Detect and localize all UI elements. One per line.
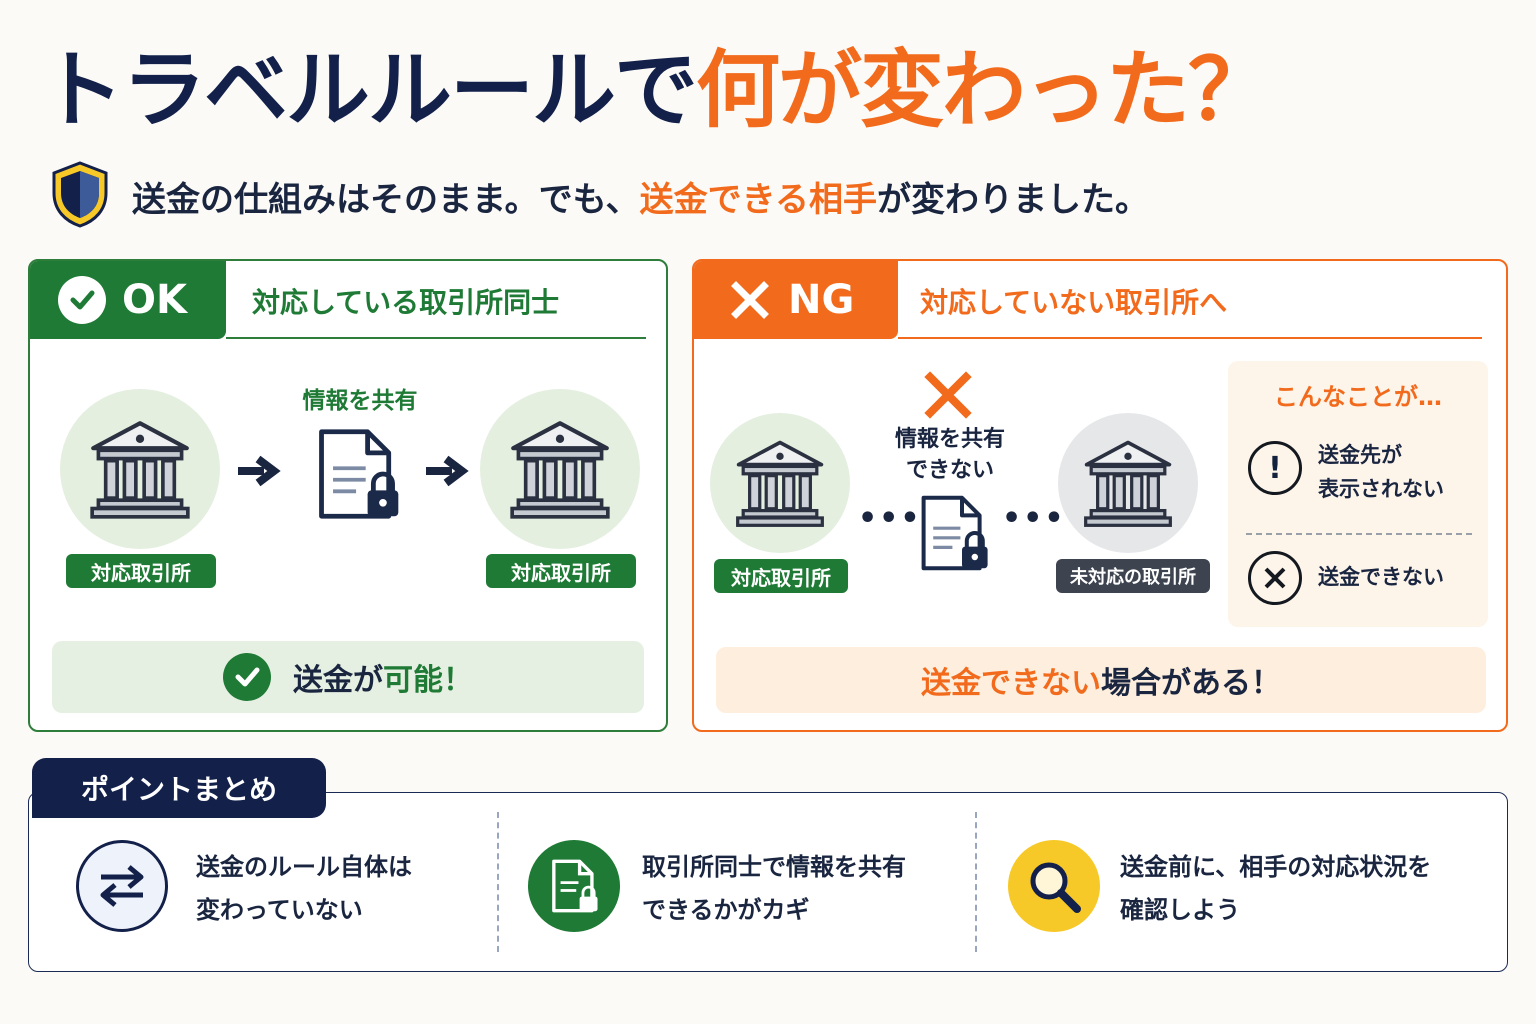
summary-point-3-line-1: 送金前に、相手の対応状況を [1120,853,1432,881]
dotted-connector: ••• [858,501,922,536]
subtitle-highlight: 送金できる相手 [639,180,877,220]
summary-point-2-line-2: できるかがカギ [642,896,810,925]
summary-point-2: 取引所同士で情報を共有 できるかがカギ [642,846,906,932]
arrow-right-icon [426,455,469,487]
ng-case-2: 送金できない [1318,565,1444,589]
summary-divider [975,812,977,952]
bank-icon [508,417,612,521]
ng-divider [898,337,1482,339]
ok-result: 送金が可能！ [52,641,644,713]
summary-point-2-line-1: 取引所同士で情報を共有 [642,853,906,881]
ok-heading: 対応している取引所同士 [252,286,560,319]
ng-left-label: 対応取引所 [714,559,848,593]
search-icon [1008,840,1100,932]
bank-icon [88,417,192,521]
ng-share-label: 情報を共有 できない [870,425,1030,487]
ok-right-label: 対応取引所 [486,554,636,588]
ng-right-bank [1058,413,1198,553]
cross-circle-icon [1248,551,1302,605]
ng-result: 送金できない場合がある！ [716,647,1486,713]
ng-right-label: 未対応の取引所 [1056,559,1210,593]
summary-point-3: 送金前に、相手の対応状況を 確認しよう [1120,846,1431,932]
ng-tag-label: NG [788,277,855,323]
shield-icon [52,161,108,228]
summary-point-1-line-1: 送金のルール自体は [196,853,412,881]
bank-icon [1082,437,1174,529]
summary-point-3-line-2: 確認しよう [1120,896,1240,925]
ng-case-1: 送金先が 表示されない [1318,439,1444,506]
ng-share-line-2: できない [905,457,994,483]
locked-document-icon [914,493,994,573]
locked-document-icon [528,840,620,932]
ng-tag: NG [694,261,898,339]
arrow-right-icon [238,455,281,487]
ng-share-line-1: 情報を共有 [894,427,1005,452]
locked-document-icon [310,426,406,522]
ng-case-1-line-2: 表示されない [1318,476,1444,501]
ok-tag-label: OK [122,277,187,323]
ok-right-bank [480,389,640,549]
subtitle-post: が変わりました。 [876,180,1149,220]
summary-point-1-line-2: 変わっていない [196,896,363,925]
ng-panel: NG 対応していない取引所へ 対応取引所 ••• 情報を共有 できない ••• … [692,259,1508,732]
summary-divider [497,812,499,952]
summary-box [28,792,1508,972]
subtitle-pre: 送金の仕組みはそのまま。でも、 [132,180,640,220]
ok-left-bank [60,389,220,549]
ng-cases-title: こんなことが… [1274,383,1442,411]
exclamation-icon: ! [1248,441,1302,495]
ng-cases-box: こんなことが… ! 送金先が 表示されない 送金できない [1228,361,1488,627]
bank-icon [734,437,826,529]
ng-cases-divider [1246,533,1472,535]
ok-share-label: 情報を共有 [302,388,418,414]
ng-case-1-line-1: 送金先が [1318,443,1402,467]
swap-arrows-icon [76,840,168,932]
cross-icon [731,281,769,319]
summary-tab: ポイントまとめ [32,758,326,818]
ok-tag: OK [30,261,226,339]
check-icon [223,653,271,701]
ng-result-post: 場合がある！ [1101,666,1281,701]
ok-result-pre: 送金が [293,663,383,698]
ok-divider [226,337,646,339]
ok-left-label: 対応取引所 [66,554,216,588]
ng-heading: 対応していない取引所へ [920,286,1228,319]
ng-result-highlight: 送金できない [921,666,1101,701]
ok-result-highlight: 可能！ [383,663,473,698]
page-title: トラベルルールで何が変わった？ [40,41,1272,139]
title-part-1: トラベルルールで [40,41,698,139]
subtitle: 送金の仕組みはそのまま。でも、送金できる相手が変わりました。 [132,172,1149,221]
ok-panel: OK 対応している取引所同士 対応取引所 情報を共有 対応取引所 送金が可能！ [28,259,668,732]
ng-left-bank [710,413,850,553]
check-icon [58,276,106,324]
cross-icon [924,371,972,419]
dotted-connector: ••• [1002,501,1066,536]
summary-point-1: 送金のルール自体は 変わっていない [196,846,412,932]
title-part-2: 何が変わった？ [696,41,1272,139]
